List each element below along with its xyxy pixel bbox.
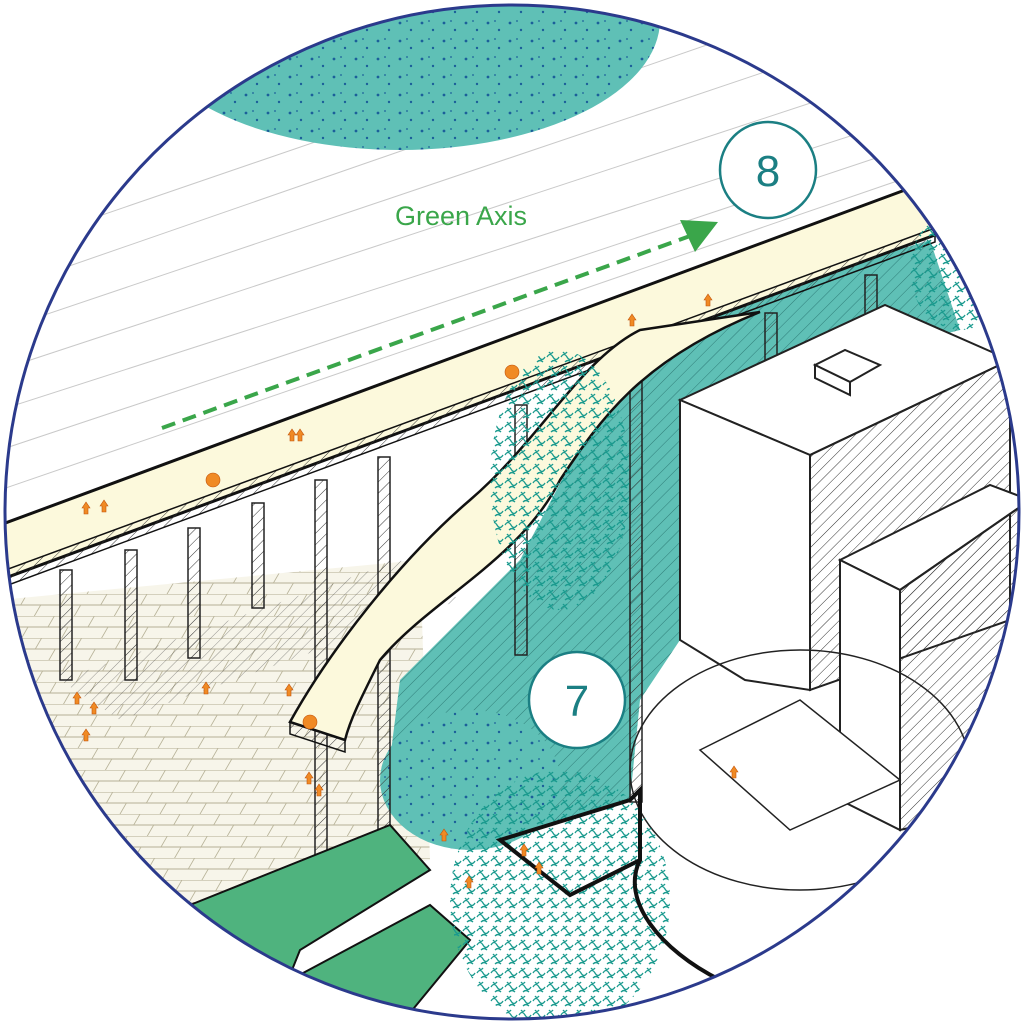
marker-8-label: 8 bbox=[756, 147, 780, 196]
marker-7: 7 bbox=[527, 650, 627, 750]
ramp-end-edge bbox=[289, 720, 346, 754]
circular-frame bbox=[3, 3, 1021, 1021]
green-axis-label: Green Axis bbox=[395, 201, 527, 231]
plaza-outline bbox=[495, 785, 642, 898]
marker-8: 8 bbox=[718, 120, 818, 220]
background-contour-lines bbox=[5, 9, 901, 491]
plaza-ramp bbox=[698, 699, 902, 831]
tree-canopy-right bbox=[910, 210, 1010, 330]
teal-pond-top bbox=[140, 5, 660, 150]
shadow-hatch bbox=[60, 560, 460, 720]
green-axis-arrowhead bbox=[680, 220, 718, 252]
tree-canopy-lower bbox=[450, 770, 670, 1019]
pedestrian-arrows bbox=[72, 293, 739, 889]
plaza-curve bbox=[632, 859, 721, 982]
tree-canopy-middle bbox=[490, 350, 630, 610]
green-axis-arrow bbox=[161, 234, 691, 430]
marker-7-label: 7 bbox=[565, 677, 589, 726]
